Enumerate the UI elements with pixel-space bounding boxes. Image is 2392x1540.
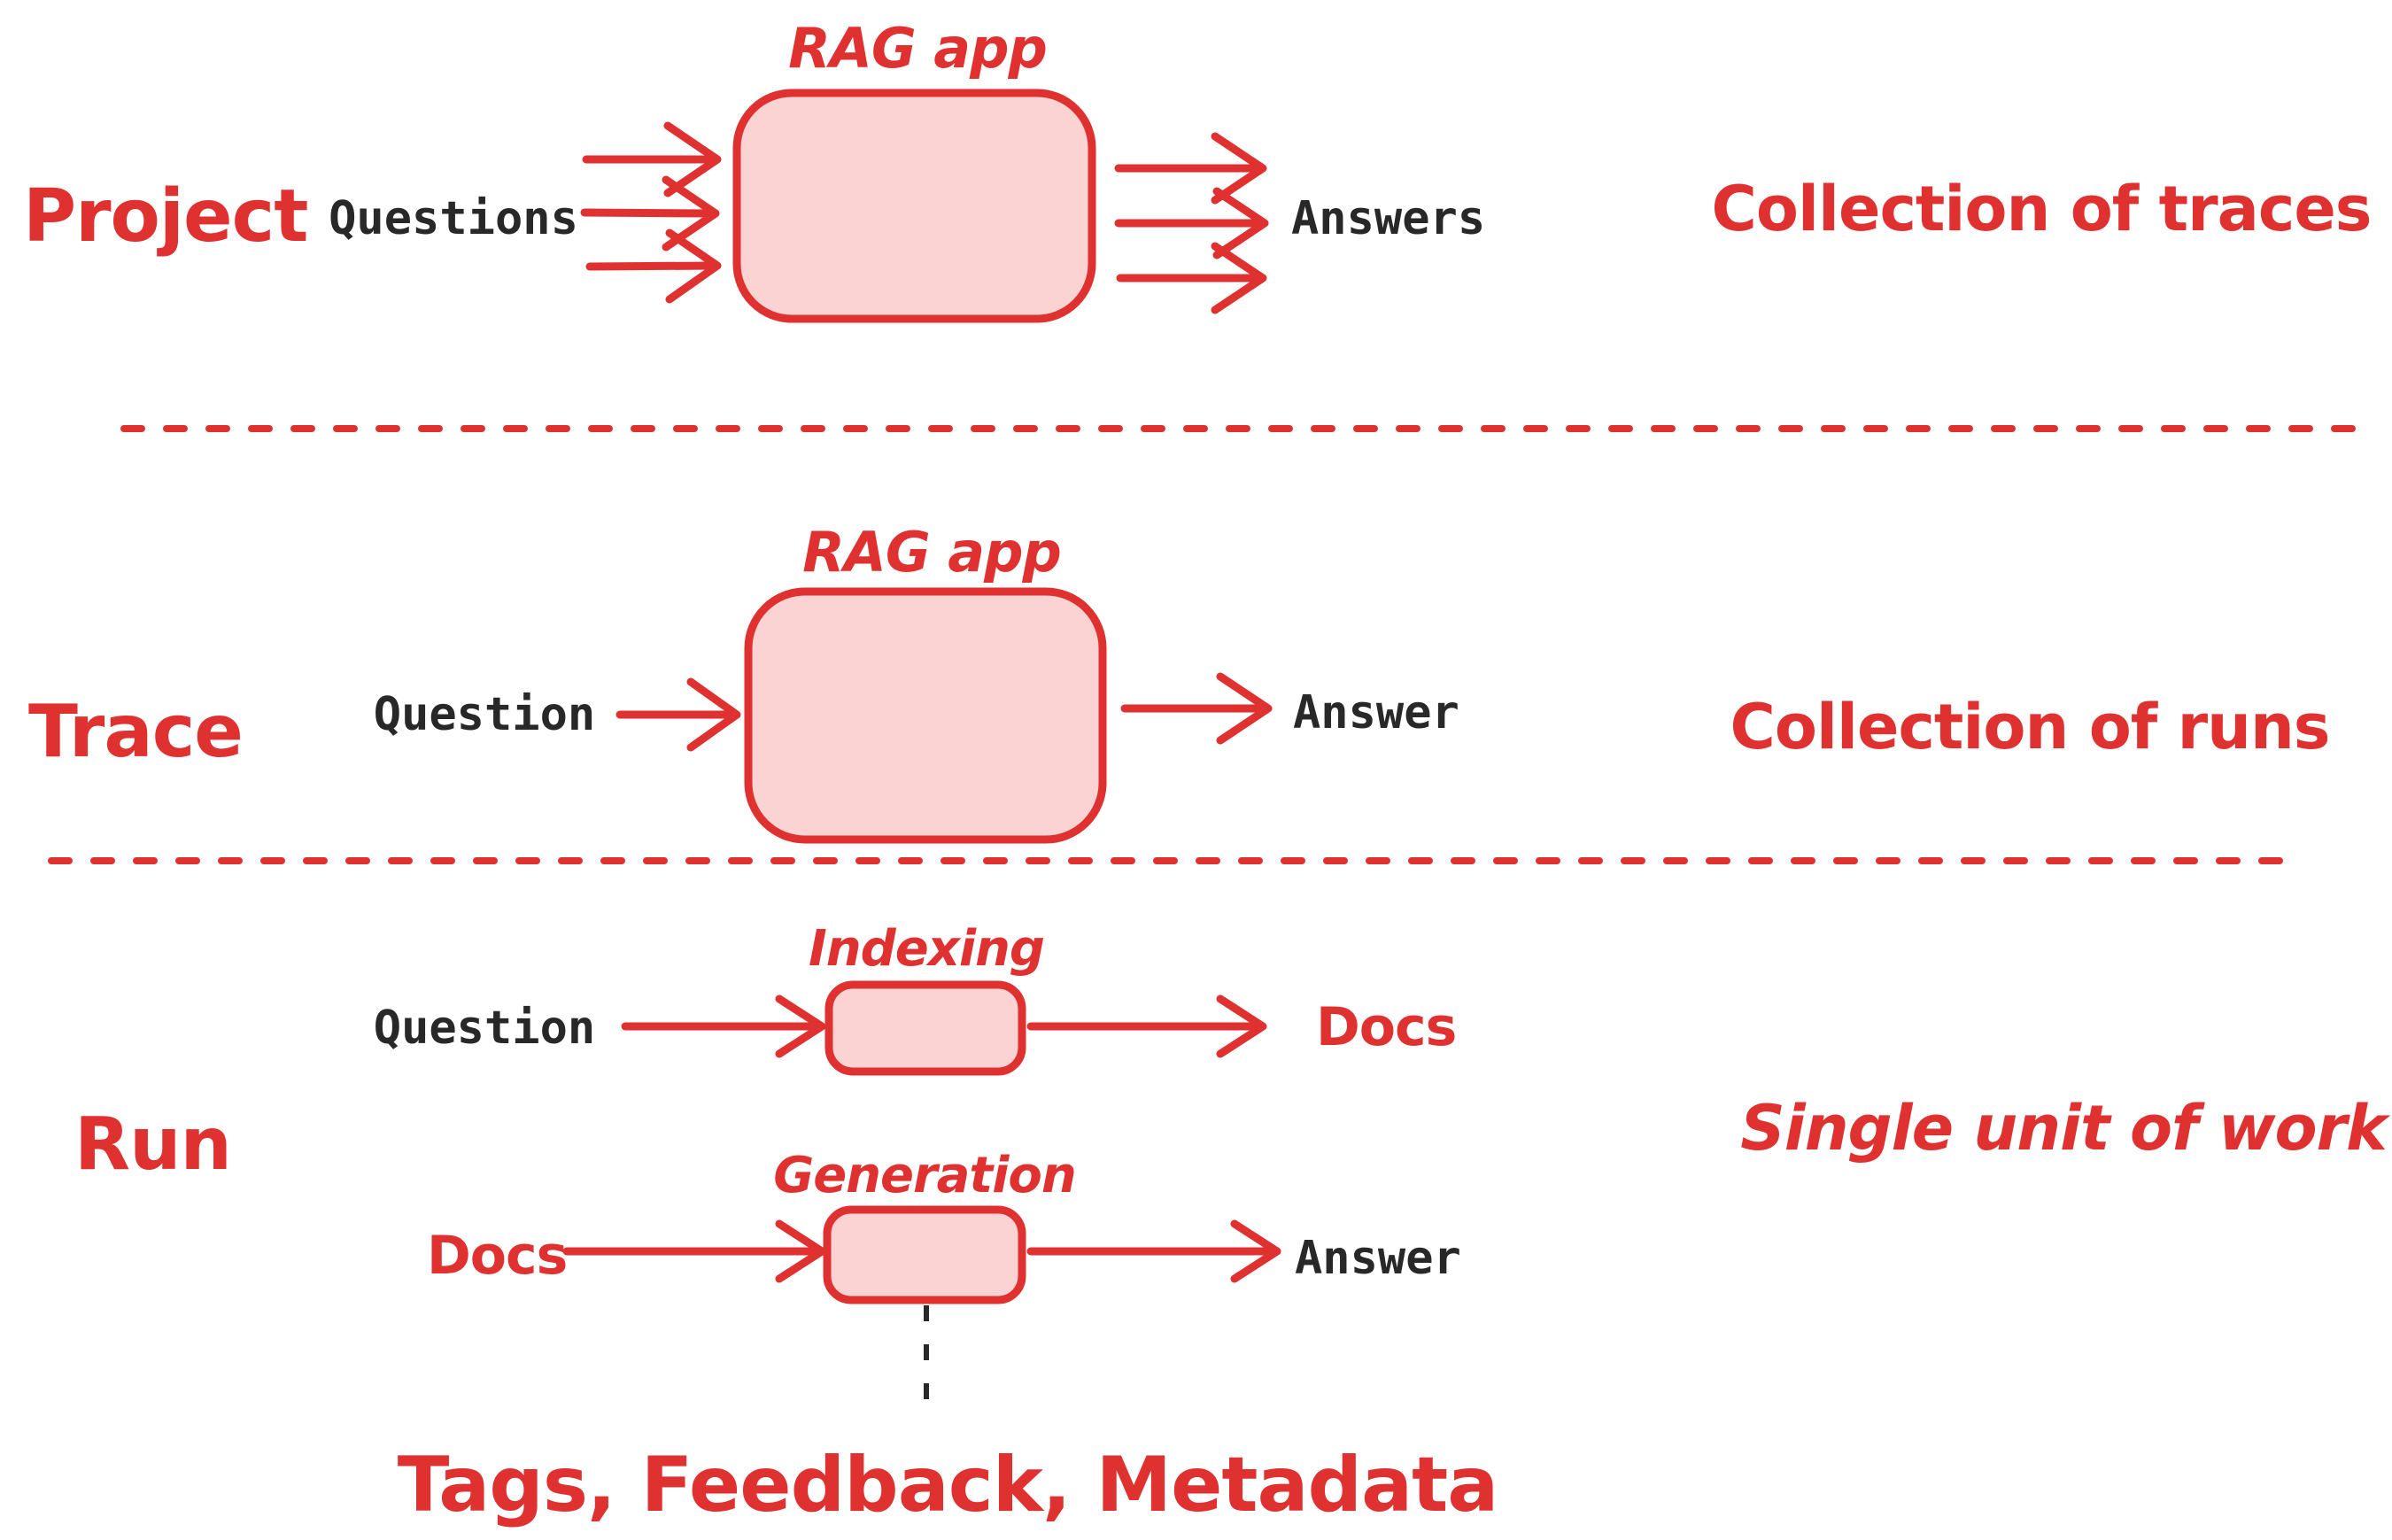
run-row-label: Run — [74, 1103, 231, 1187]
input-arrow — [585, 228, 722, 304]
input-arrow — [621, 994, 826, 1058]
output-arrow — [1116, 242, 1267, 314]
section-trace: Trace Question RAG app Answer Collection… — [28, 520, 2330, 844]
rag-app-box-label: RAG app — [788, 16, 1047, 81]
output-arrow — [1114, 187, 1269, 259]
output-arrow — [1026, 1219, 1281, 1283]
answers-label: Answers — [1291, 192, 1485, 245]
section-run: Run Question Indexing Docs Docs Generati… — [74, 920, 2392, 1529]
output-arrow — [1120, 672, 1273, 745]
project-row-label: Project — [23, 174, 307, 259]
question-label: Question — [374, 1002, 595, 1055]
generation-box — [823, 1205, 1026, 1304]
question-label: Question — [374, 688, 595, 741]
trace-row-label: Trace — [28, 690, 243, 774]
runs-annotation: Collection of runs — [1730, 691, 2330, 763]
indexing-box — [824, 980, 1026, 1076]
generation-box-label: Generation — [773, 1147, 1076, 1204]
input-arrow — [615, 677, 741, 752]
rag-app-box — [732, 89, 1096, 323]
output-arrow — [1114, 132, 1267, 205]
section-project: Project Questions RAG app Answers Collec… — [23, 16, 2372, 323]
tags-feedback-metadata-label: Tags, Feedback, Metadata — [398, 1441, 1498, 1529]
indexing-box-label: Indexing — [809, 920, 1044, 978]
input-arrow — [582, 121, 722, 197]
flow-generation: Docs Generation Answer — [427, 1147, 1461, 1304]
rag-app-box-label: RAG app — [802, 520, 1061, 584]
single-unit-annotation: Single unit of work — [1740, 1092, 2391, 1165]
docs-input-label: Docs — [427, 1225, 567, 1287]
rag-app-box — [744, 587, 1107, 844]
traces-annotation: Collection of traces — [1712, 173, 2372, 245]
questions-label: Questions — [329, 192, 578, 245]
output-arrow — [1026, 994, 1267, 1058]
input-arrow — [580, 175, 720, 252]
answer-label: Answer — [1295, 1232, 1461, 1285]
docs-output-label: Docs — [1316, 996, 1456, 1058]
flow-indexing: Question Indexing Docs — [374, 920, 1457, 1076]
input-arrow — [562, 1219, 826, 1283]
answer-label: Answer — [1293, 686, 1459, 739]
